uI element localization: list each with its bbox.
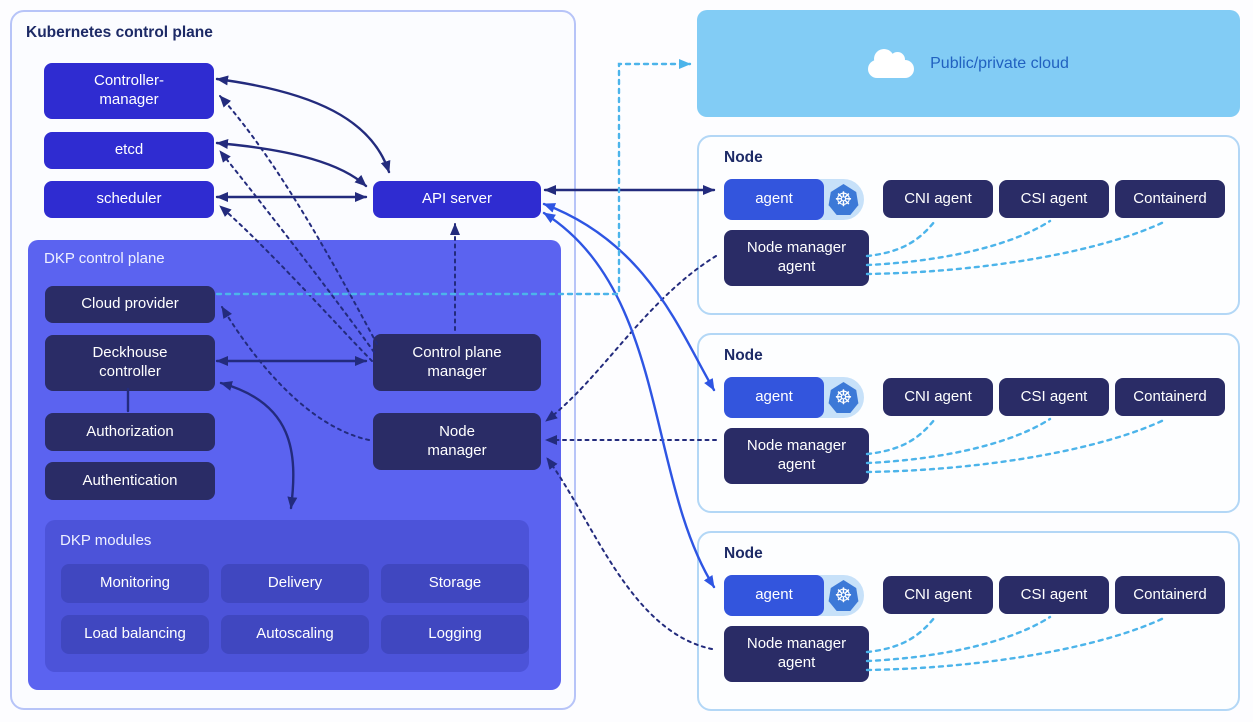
containerd-box: Containerd: [1115, 576, 1225, 614]
dkp-control-plane-title: DKP control plane: [44, 250, 165, 267]
public-private-cloud-label: Public/private cloud: [930, 54, 1069, 72]
dkp-modules-title: DKP modules: [60, 532, 152, 549]
node-title: Node: [724, 347, 763, 364]
containerd-box: Containerd: [1115, 180, 1225, 218]
cloud-provider-box: Cloud provider: [45, 286, 215, 323]
authorization-label: Authorization: [86, 422, 174, 440]
controller-manager-label: Controller-manager: [93, 72, 165, 108]
module-autoscaling: Autoscaling: [221, 615, 369, 654]
cni-agent-box: CNI agent: [883, 576, 993, 614]
api-server-label: API server: [421, 190, 493, 208]
etcd-box: etcd: [44, 132, 214, 169]
scheduler-label: scheduler: [96, 190, 162, 208]
node-manager-agent-box: Node manager agent: [724, 230, 869, 286]
agent-pill: agent ☸: [724, 575, 864, 616]
kubernetes-wheel-icon: ☸: [828, 580, 859, 611]
node-panel-2: Node agent ☸ CNI agent CSI agent Contain…: [697, 333, 1240, 513]
kubernetes-control-plane-panel: Kubernetes control plane Controller-mana…: [10, 10, 576, 710]
authentication-label: Authentication: [82, 471, 178, 489]
module-load-balancing: Load balancing: [61, 615, 209, 654]
dkp-modules-panel: DKP modules Monitoring Delivery Storage …: [45, 520, 529, 672]
agent-pill: agent ☸: [724, 179, 864, 220]
public-private-cloud-panel: Public/private cloud: [697, 10, 1240, 117]
node-manager-agent-box: Node manager agent: [724, 626, 869, 682]
scheduler-box: scheduler: [44, 181, 214, 218]
kubernetes-wheel-icon: ☸: [828, 382, 859, 413]
deckhouse-controller-box: Deckhouse controller: [45, 335, 215, 391]
module-monitoring: Monitoring: [61, 564, 209, 603]
etcd-label: etcd: [114, 141, 144, 159]
csi-agent-box: CSI agent: [999, 180, 1109, 218]
agent-box: agent: [724, 377, 824, 418]
cloud-provider-label: Cloud provider: [81, 295, 179, 313]
node-manager-box: Node manager: [373, 413, 541, 470]
control-plane-manager-label: Control plane manager: [412, 343, 502, 380]
node-title: Node: [724, 149, 763, 166]
kubernetes-control-plane-title: Kubernetes control plane: [26, 24, 213, 41]
kubernetes-wheel-icon: ☸: [828, 184, 859, 215]
deckhouse-controller-label: Deckhouse controller: [92, 344, 168, 380]
csi-agent-box: CSI agent: [999, 576, 1109, 614]
cloud-icon: [868, 48, 915, 78]
csi-agent-box: CSI agent: [999, 378, 1109, 416]
node-manager-label: Node manager: [427, 422, 487, 459]
node-panel-3: Node agent ☸ CNI agent CSI agent Contain…: [697, 531, 1240, 711]
module-storage: Storage: [381, 564, 529, 603]
node-panel-1: Node agent ☸ CNI agent CSI agent Contain…: [697, 135, 1240, 315]
containerd-box: Containerd: [1115, 378, 1225, 416]
node-title: Node: [724, 545, 763, 562]
cni-agent-box: CNI agent: [883, 180, 993, 218]
module-logging: Logging: [381, 615, 529, 654]
agent-pill: agent ☸: [724, 377, 864, 418]
dkp-control-plane-panel: DKP control plane Cloud provider Deckhou…: [28, 240, 561, 690]
control-plane-manager-box: Control plane manager: [373, 334, 541, 391]
node-manager-agent-box: Node manager agent: [724, 428, 869, 484]
agent-box: agent: [724, 575, 824, 616]
authentication-box: Authentication: [45, 462, 215, 500]
api-server-box: API server: [373, 181, 541, 218]
cni-agent-box: CNI agent: [883, 378, 993, 416]
authorization-box: Authorization: [45, 413, 215, 451]
module-delivery: Delivery: [221, 564, 369, 603]
agent-box: agent: [724, 179, 824, 220]
controller-manager-box: Controller-manager: [44, 63, 214, 119]
